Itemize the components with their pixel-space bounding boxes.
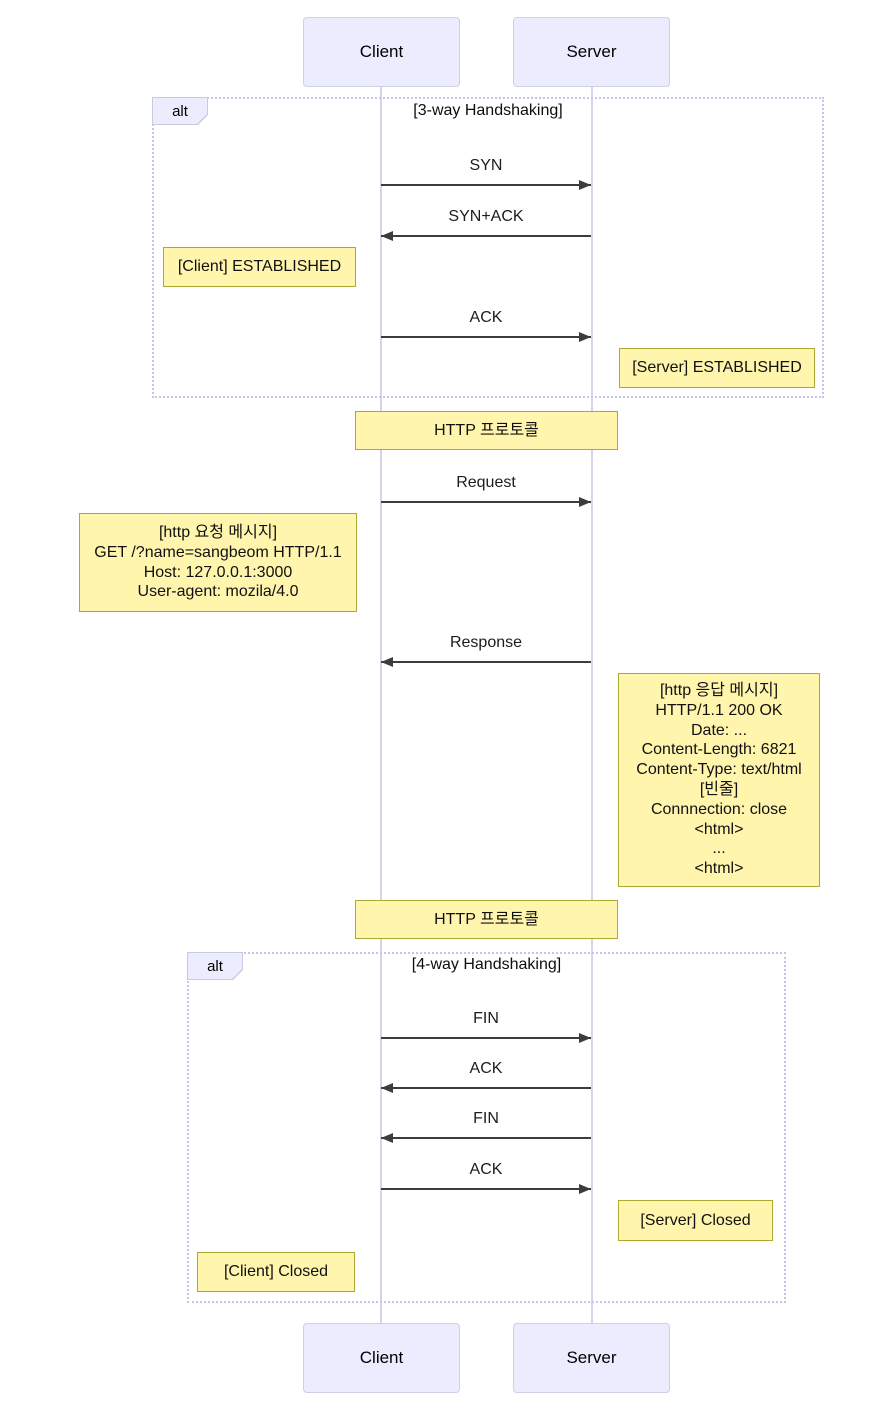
alt-frame-3way-title: [3-way Handshaking]: [413, 102, 563, 119]
alt-frame-3way-tab: alt: [152, 97, 208, 125]
note-http-protocol-2: HTTP 프로토콜: [355, 900, 618, 939]
message-label-response: Response: [449, 634, 523, 651]
note-server-closed: [Server] Closed: [618, 1200, 773, 1241]
note-server-established: [Server] ESTABLISHED: [619, 348, 815, 388]
message-label-ack-2: ACK: [469, 1060, 503, 1077]
arrowhead-left-icon: [381, 1133, 393, 1143]
note-http-response: [http 응답 메시지] HTTP/1.1 200 OK Date: ... …: [618, 673, 820, 887]
arrowhead-right-icon: [579, 1184, 591, 1194]
message-line-ack-2: [381, 1087, 591, 1089]
participant-client-top-label: Client: [359, 42, 404, 61]
message-label-syn: SYN: [469, 157, 503, 174]
arrowhead-left-icon: [381, 1083, 393, 1093]
arrowhead-right-icon: [579, 180, 591, 190]
message-line-fin-2: [381, 1137, 591, 1139]
message-line-syn-ack: [381, 235, 591, 237]
lifeline-client: [380, 87, 382, 1323]
message-label-request: Request: [456, 474, 516, 491]
message-line-fin-1: [381, 1037, 591, 1039]
arrowhead-right-icon: [579, 1033, 591, 1043]
message-label-fin-2: FIN: [473, 1110, 499, 1127]
note-http-protocol-1: HTTP 프로토콜: [355, 411, 618, 450]
message-label-syn-ack: SYN+ACK: [448, 208, 524, 225]
participant-client-bottom: Client: [303, 1323, 460, 1393]
alt-frame-4way-label: alt: [188, 953, 242, 979]
lifeline-server: [591, 87, 593, 1323]
alt-frame-3way-label: alt: [153, 98, 207, 124]
arrowhead-left-icon: [381, 657, 393, 667]
message-label-ack-1: ACK: [469, 309, 503, 326]
message-label-fin-1: FIN: [473, 1010, 499, 1027]
alt-frame-4way: [187, 952, 786, 1303]
participant-client-top: Client: [303, 17, 460, 87]
arrowhead-left-icon: [381, 231, 393, 241]
message-line-syn: [381, 184, 591, 186]
participant-server-bottom: Server: [513, 1323, 670, 1393]
note-client-established: [Client] ESTABLISHED: [163, 247, 356, 287]
alt-frame-4way-title: [4-way Handshaking]: [411, 956, 562, 973]
message-line-ack-1: [381, 336, 591, 338]
message-label-ack-3: ACK: [469, 1161, 503, 1178]
alt-frame-3way: [152, 97, 824, 398]
alt-frame-4way-tab: alt: [187, 952, 243, 980]
message-line-ack-3: [381, 1188, 591, 1190]
participant-server-top: Server: [513, 17, 670, 87]
participant-server-bottom-label: Server: [566, 1348, 617, 1367]
arrowhead-right-icon: [579, 332, 591, 342]
participant-client-bottom-label: Client: [359, 1348, 404, 1367]
participant-server-top-label: Server: [566, 42, 617, 61]
message-line-request: [381, 501, 591, 503]
message-line-response: [381, 661, 591, 663]
note-client-closed: [Client] Closed: [197, 1252, 355, 1292]
arrowhead-right-icon: [579, 497, 591, 507]
note-http-request: [http 요청 메시지] GET /?name=sangbeom HTTP/1…: [79, 513, 357, 612]
